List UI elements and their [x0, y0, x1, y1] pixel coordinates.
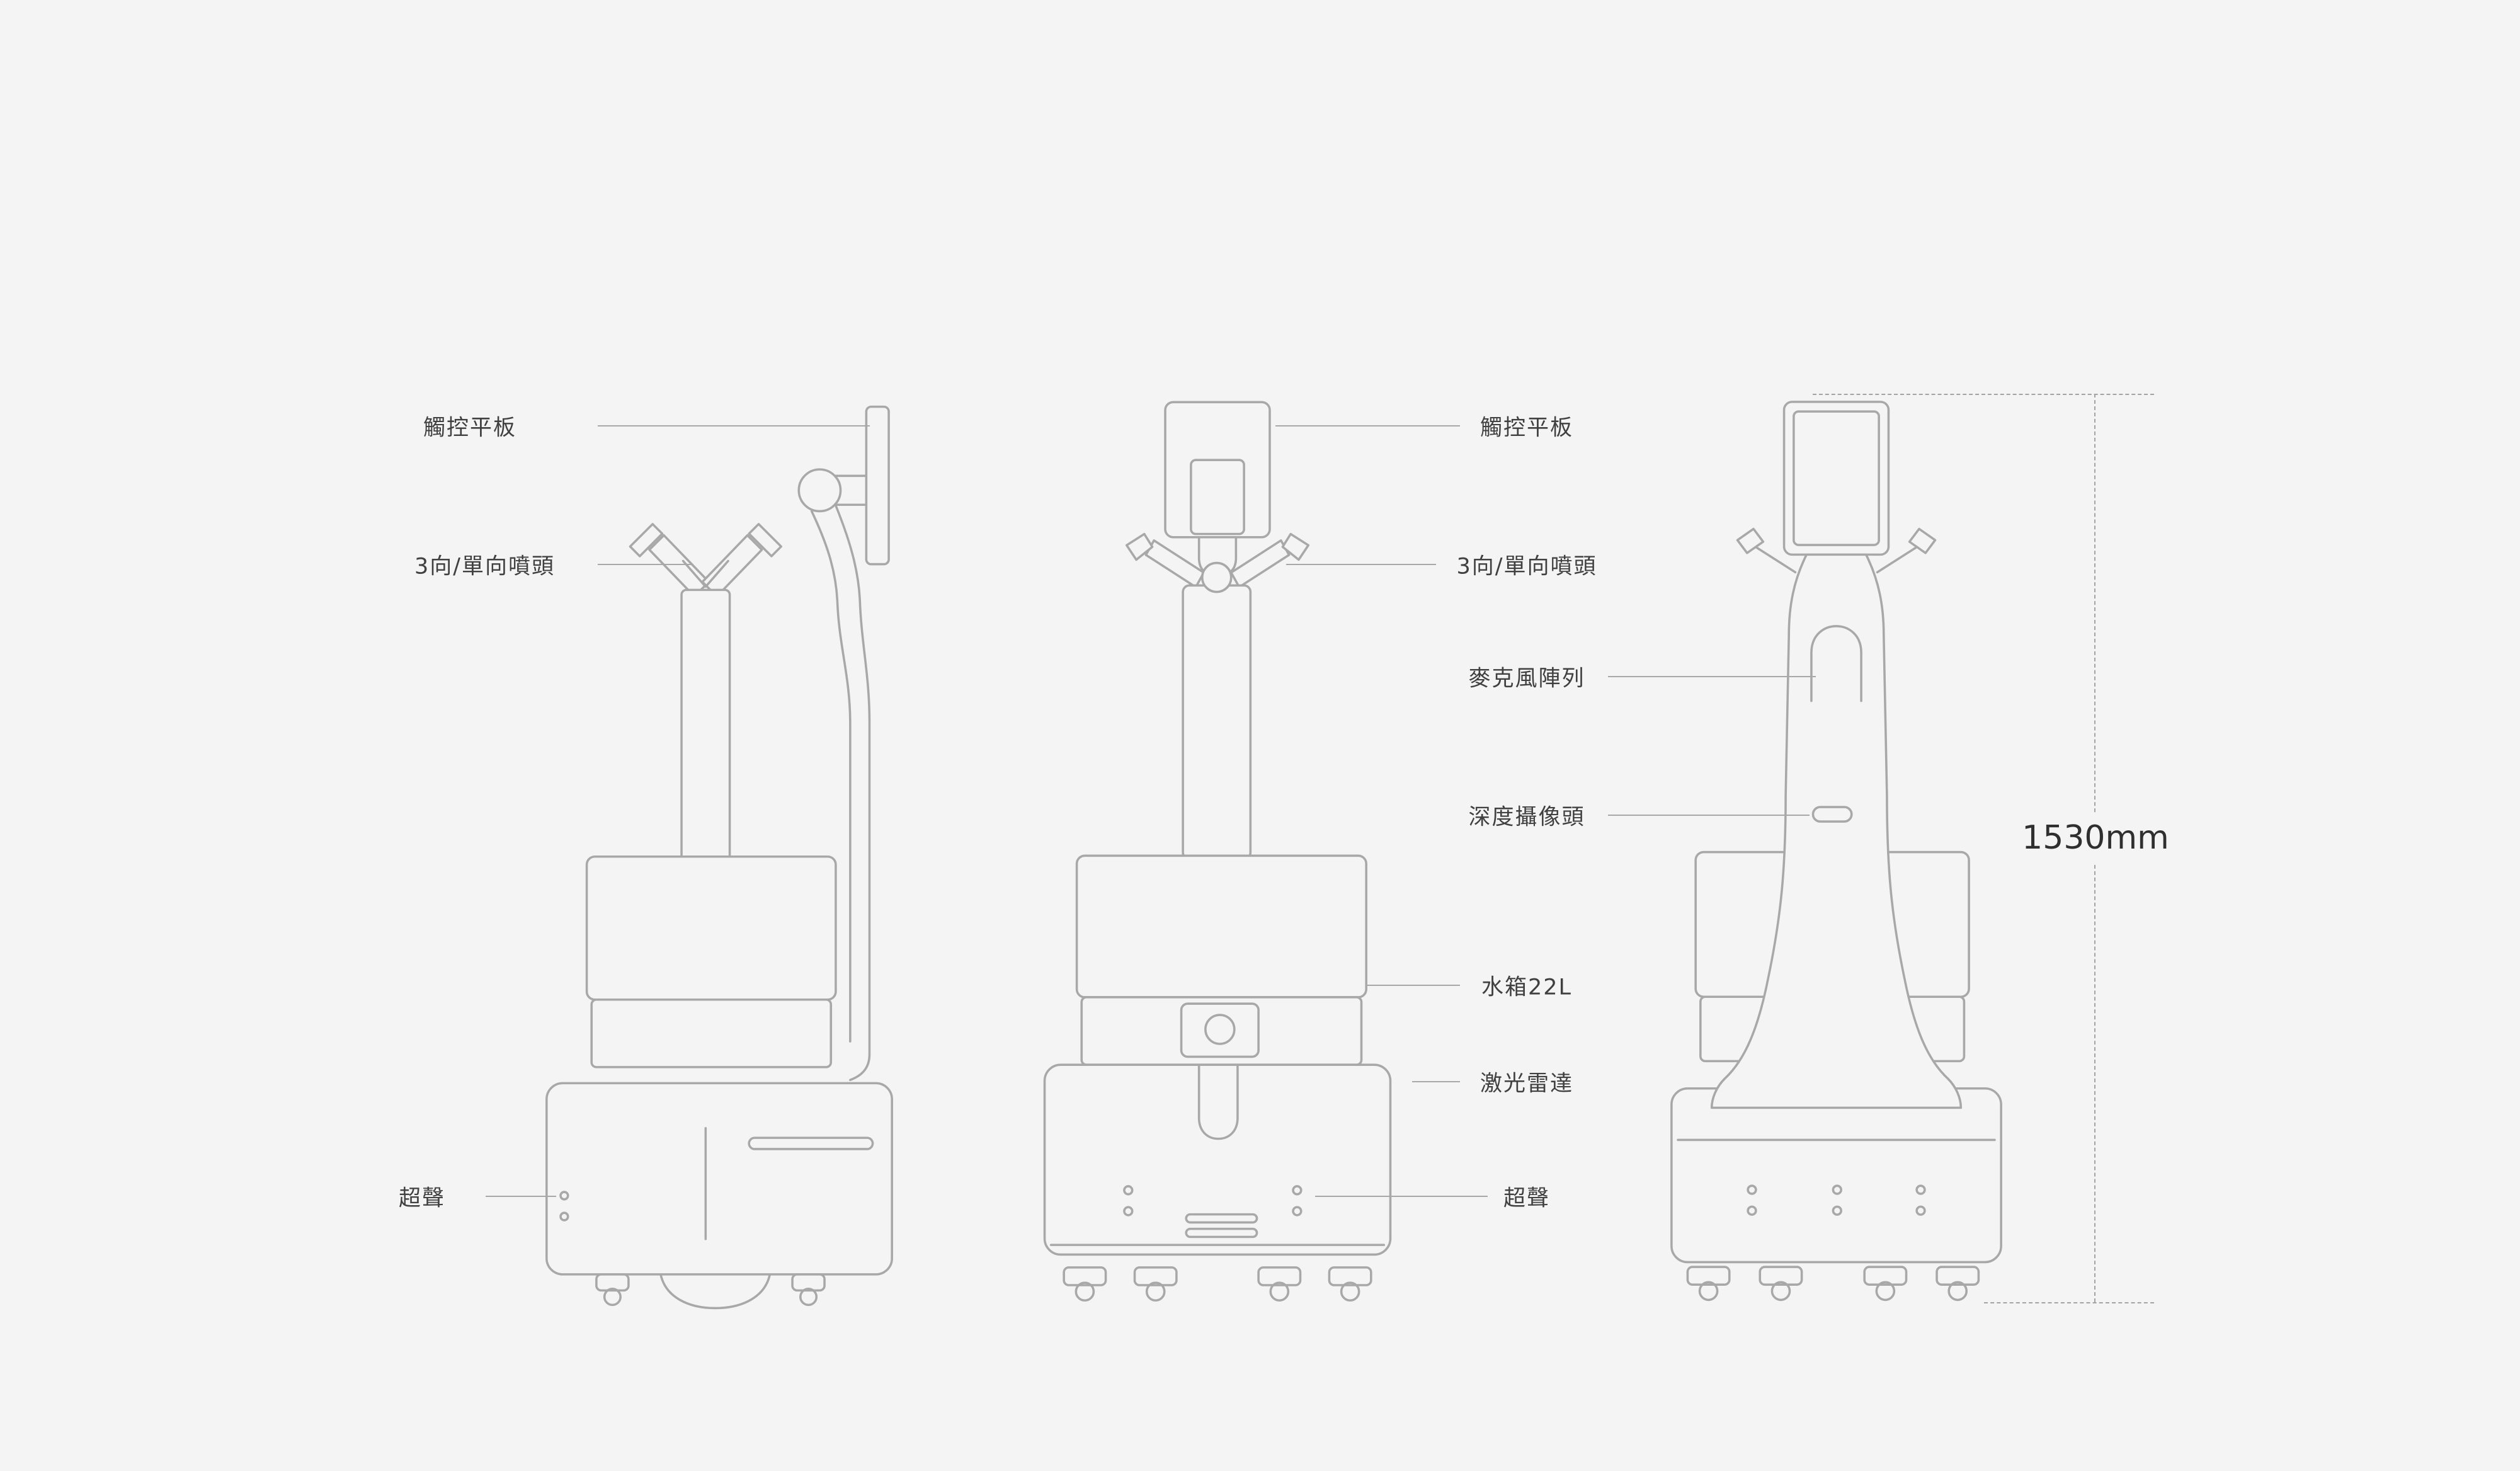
dimension-line-top: [1813, 394, 2154, 395]
front-nozzle-right-wing: [1229, 539, 1291, 588]
side-tank: [585, 855, 837, 1001]
callout-microphone-array: 麥克風陣列: [1468, 666, 1585, 692]
front-ultrasonic-dot: [1123, 1185, 1134, 1196]
back-depth-camera: [1811, 806, 1853, 823]
side-caster: [791, 1273, 826, 1292]
callout-lidar: 激光雷達: [1480, 1071, 1574, 1097]
dimension-line-bottom: [1984, 1302, 2154, 1303]
back-base: [1670, 1087, 2002, 1264]
front-tablet: [1164, 401, 1271, 539]
leader-line-ultrasonic: [1315, 1196, 1488, 1197]
callout-ultrasonic-left: 超聲: [398, 1186, 445, 1211]
callout-touch-panel-left: 觸控平板: [423, 415, 516, 441]
front-base: [1043, 1063, 1392, 1256]
back-ultrasonic-dot: [1747, 1205, 1757, 1216]
front-caster: [1063, 1266, 1107, 1286]
back-caster: [1863, 1266, 1908, 1286]
back-ultrasonic-dot: [1915, 1205, 1926, 1216]
front-neck-column: [1182, 584, 1252, 861]
side-neck-column: [680, 588, 731, 861]
leader-line-touch-panel-left: [598, 425, 870, 426]
leader-line-depth-camera: [1608, 815, 1810, 816]
side-tablet: [865, 405, 890, 566]
front-tablet-bracket: [1190, 459, 1245, 535]
front-sensor-lens: [1204, 1014, 1236, 1045]
back-caster: [1759, 1266, 1803, 1286]
side-ultrasonic-dot: [559, 1191, 569, 1201]
back-caster: [1686, 1266, 1731, 1286]
side-ultrasonic-dot: [559, 1211, 569, 1222]
back-tablet: [1782, 401, 1890, 556]
robot-front-view-illustration: [1043, 401, 1392, 1302]
back-ultrasonic-dot: [1832, 1184, 1842, 1195]
front-sensor-box: [1180, 1002, 1260, 1058]
front-handle-notch: [1197, 1063, 1239, 1140]
front-caster: [1328, 1266, 1372, 1286]
callout-ultrasonic: 超聲: [1503, 1186, 1551, 1211]
back-body-cover: [1710, 553, 1963, 1109]
leader-line-touch-panel: [1275, 425, 1460, 426]
leader-line-nozzle: [1286, 564, 1436, 565]
side-drive-wheel: [659, 1273, 772, 1310]
back-ultrasonic-dot: [1832, 1205, 1842, 1216]
back-nozzle-right-wing: [1876, 545, 1919, 574]
leader-line-microphone-array: [1608, 676, 1816, 677]
side-mount-joint: [797, 468, 842, 513]
callout-nozzle-left: 3向/單向噴頭: [414, 554, 555, 580]
side-base-groove: [748, 1136, 874, 1150]
callout-depth-camera: 深度攝像頭: [1468, 804, 1585, 830]
front-grille: [1185, 1213, 1258, 1224]
back-ultrasonic-dot: [1915, 1184, 1926, 1195]
side-support-arm: [810, 510, 852, 1043]
front-nozzle-cap: [1200, 561, 1233, 593]
robot-back-view-illustration: [1670, 401, 2002, 1302]
side-nozzle-left-prong: [648, 534, 710, 598]
leader-line-lidar: [1412, 1081, 1460, 1082]
front-caster: [1257, 1266, 1302, 1286]
callout-touch-panel: 觸控平板: [1480, 415, 1574, 441]
front-nozzle-left-wing: [1144, 539, 1206, 588]
front-ultrasonic-dot: [1292, 1185, 1303, 1196]
front-caster: [1133, 1266, 1178, 1286]
callout-water-tank: 水箱22L: [1481, 975, 1573, 1000]
back-ultrasonic-dot: [1747, 1184, 1757, 1195]
side-nozzle-right-prong: [701, 534, 763, 598]
front-ultrasonic-dot: [1292, 1206, 1303, 1216]
front-ultrasonic-dot: [1123, 1206, 1134, 1216]
leader-line-nozzle-left: [598, 564, 691, 565]
robot-side-view-illustration: [545, 405, 893, 1310]
back-caster: [1936, 1266, 1980, 1286]
leader-line-ultrasonic-left: [486, 1196, 556, 1197]
back-nozzle-left-wing: [1753, 545, 1797, 574]
back-handle-arch: [1810, 625, 1862, 702]
front-tank: [1075, 854, 1367, 999]
height-dimension-label: 1530mm: [2018, 813, 2173, 863]
callout-nozzle: 3向/單向噴頭: [1456, 554, 1597, 580]
side-caster: [595, 1273, 630, 1292]
side-base: [545, 1082, 893, 1276]
leader-line-water-tank: [1367, 985, 1460, 986]
